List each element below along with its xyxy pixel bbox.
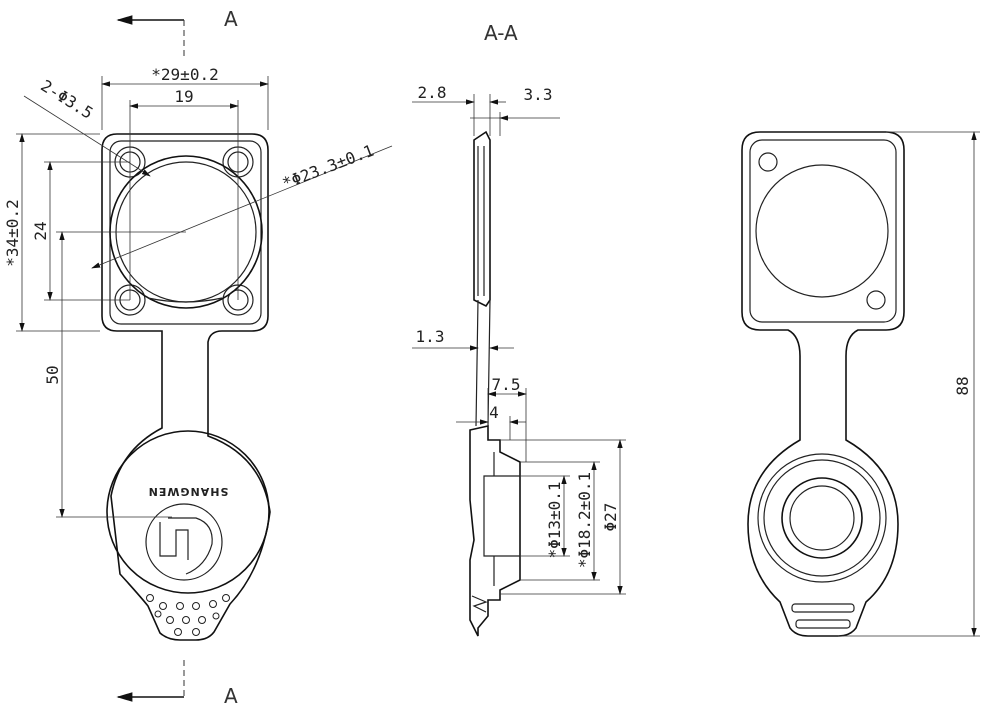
dim-hole-spacing-x: 19 — [174, 87, 193, 106]
dim-opening-diameter: *Φ23.3±0.1 — [280, 141, 377, 193]
front-view: SHANGWEN *29±0.2 — [3, 65, 393, 641]
dim-inner-diameter: *Φ13±0.1 — [545, 481, 564, 558]
section-mark-top: A — [116, 7, 238, 58]
grip-dots — [146, 594, 230, 636]
dim-total-thickness: 3.3 — [524, 85, 553, 104]
brand-emblem — [145, 503, 223, 581]
section-view: 2.8 3.3 1.3 7.5 4 *Φ13±0.1 *Φ18.2±0.1 Φ2… — [412, 83, 626, 637]
dim-overall-width: *29±0.2 — [151, 65, 218, 84]
dim-strap-thickness: 1.3 — [416, 327, 445, 346]
section-mark-top-label: A — [224, 7, 238, 31]
dim-overall-length: 88 — [953, 376, 972, 395]
dim-plug-step: 4 — [489, 403, 499, 422]
dim-tether-length: 50 — [43, 365, 62, 384]
section-title: A-A — [484, 21, 518, 45]
dim-overall-height: *34±0.2 — [3, 199, 22, 266]
dim-plug-depth: 7.5 — [492, 375, 521, 394]
section-mark-bottom-label: A — [224, 684, 238, 708]
dim-outer-diameter: Φ27 — [601, 503, 620, 532]
dim-hole-callout: 2-Φ3.5 — [37, 76, 96, 123]
dim-middle-diameter: *Φ18.2±0.1 — [575, 472, 594, 568]
brand-logo-text: SHANGWEN — [148, 485, 229, 498]
dim-flange-thickness: 2.8 — [418, 83, 447, 102]
rear-view: 88 — [741, 131, 980, 637]
dim-hole-spacing-y: 24 — [31, 221, 50, 240]
section-mark-bottom: A — [116, 660, 238, 708]
